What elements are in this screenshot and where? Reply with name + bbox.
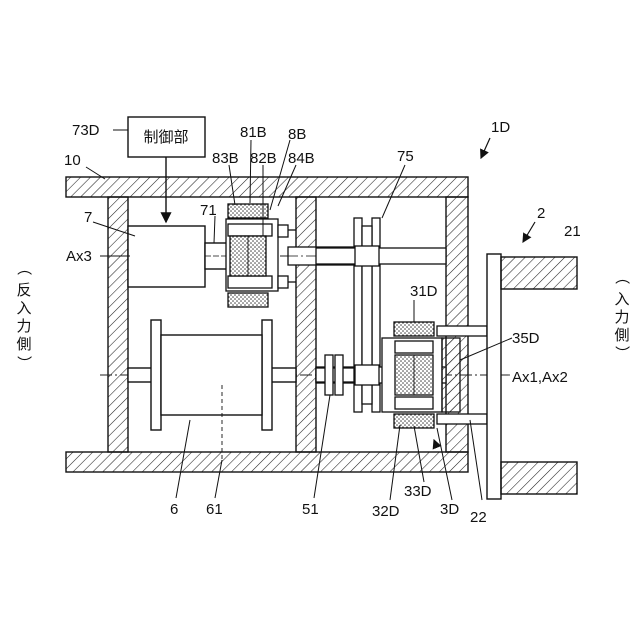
label-31d: 31D — [410, 283, 438, 300]
label-2: 2 — [537, 205, 545, 222]
label-33d: 33D — [404, 483, 432, 500]
label-7: 7 — [84, 209, 92, 226]
right-side-char: ） — [613, 345, 630, 360]
label-3d: 3D — [440, 501, 459, 518]
label-83b: 83B — [212, 150, 239, 167]
label-75: 75 — [397, 148, 414, 165]
left-side-char: 力 — [16, 318, 31, 335]
label-10: 10 — [64, 152, 81, 169]
label-81b: 81B — [240, 124, 267, 141]
coupling — [316, 355, 354, 395]
label-ax3: Ax3 — [66, 248, 92, 265]
label-71: 71 — [200, 202, 217, 219]
right-side-char: （ — [613, 269, 630, 284]
left-side-char: 側 — [16, 336, 31, 353]
label-35d: 35D — [512, 330, 540, 347]
label-21: 21 — [564, 223, 581, 240]
label-22: 22 — [470, 509, 487, 526]
left-side-label: （ 反 入 力 側 ） — [15, 260, 32, 370]
left-side-char: 反 — [16, 282, 31, 299]
label-1d: 1D — [491, 119, 510, 136]
right-side-char: 入 — [614, 291, 629, 308]
drum — [128, 320, 296, 460]
label-8b: 8B — [288, 126, 306, 143]
label-32d: 32D — [372, 503, 400, 520]
left-side-char: ） — [15, 355, 32, 370]
motor — [128, 226, 227, 287]
right-side-char: 力 — [614, 309, 629, 326]
label-84b: 84B — [288, 150, 315, 167]
label-82b: 82B — [250, 150, 277, 167]
left-side-char: 入 — [16, 300, 31, 317]
label-61: 61 — [206, 501, 223, 518]
label-6: 6 — [170, 501, 178, 518]
right-side-char: 側 — [614, 327, 629, 344]
label-51: 51 — [302, 501, 319, 518]
right-side-label: （ 入 力 側 ） — [613, 269, 630, 360]
left-side-char: （ — [15, 260, 32, 275]
label-73d: 73D — [72, 122, 100, 139]
label-ax1-ax2: Ax1,Ax2 — [512, 369, 568, 386]
controller-box-label: 制御部 — [143, 129, 188, 146]
